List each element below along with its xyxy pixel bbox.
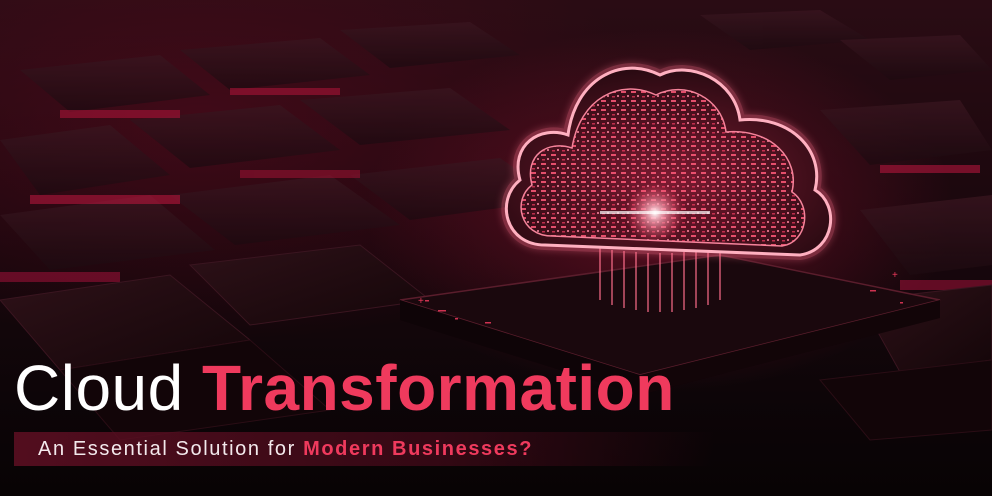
chip-platform: + + <box>399 254 941 395</box>
svg-text:+: + <box>892 270 898 281</box>
subtitle-background-bar <box>14 432 714 466</box>
cloud-icon <box>501 63 836 261</box>
foreground-tiles <box>0 244 992 441</box>
title-word-transformation: Transformation <box>202 352 675 424</box>
background-tiles <box>0 10 992 275</box>
subtitle-highlight: Modern Businesses? <box>303 438 534 460</box>
subtitle-text: An Essential Solution for <box>38 438 296 460</box>
svg-text:+: + <box>418 296 424 307</box>
title-word-cloud: Cloud <box>14 352 184 424</box>
subtitle: An Essential Solution for Modern Busines… <box>38 438 533 460</box>
page-title: Cloud Transformation <box>14 356 675 420</box>
data-stream-lines <box>599 248 721 312</box>
